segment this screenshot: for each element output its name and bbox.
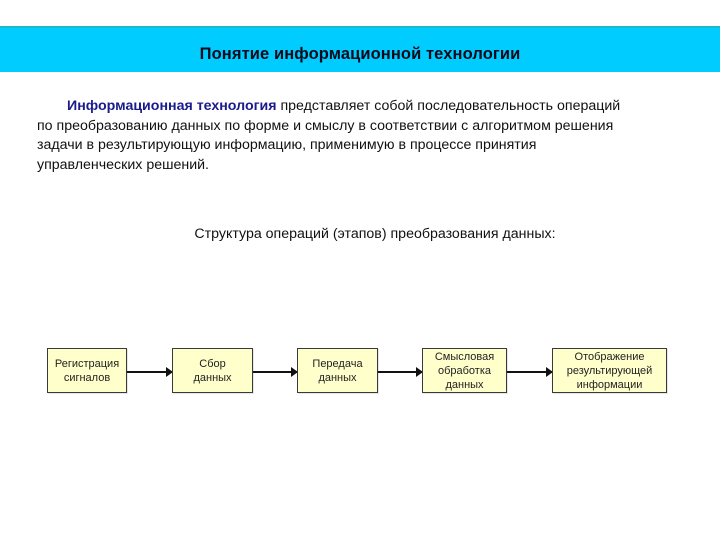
definition-text: представляет собой последовательность оп…: [37, 98, 621, 173]
step-signal-registration: Регистрация сигналов: [47, 348, 127, 393]
page-title: Понятие информационной технологии: [199, 45, 521, 63]
structure-caption: Структура операций (этапов) преобразован…: [194, 226, 556, 242]
arrow-right-icon: [378, 367, 423, 377]
step-semantic-processing: Смысловая обработка данных: [422, 348, 507, 393]
arrow-right-icon: [127, 367, 173, 377]
title-banner: Понятие информационной технологии: [0, 26, 720, 72]
step-data-transfer: Передача данных: [297, 348, 378, 393]
definition-term: Информационная технология: [67, 98, 277, 114]
definition-paragraph: Информационная технология представляет с…: [37, 97, 637, 175]
step-result-display: Отображение результирующей информации: [552, 348, 667, 393]
arrow-right-icon: [507, 367, 553, 377]
arrow-right-icon: [253, 367, 298, 377]
step-data-collection: Сбор данных: [172, 348, 253, 393]
